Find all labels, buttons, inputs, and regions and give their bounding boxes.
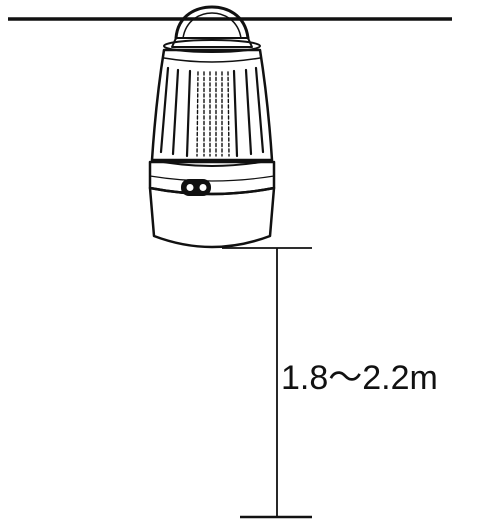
lamp-inner-grid	[196, 71, 230, 157]
lamp-bottom-base	[148, 186, 276, 249]
lamp-buttons	[181, 179, 211, 196]
lamp-handle	[174, 5, 250, 40]
height-range-label: 1.8～2.2m	[281, 359, 438, 397]
lamp-top-cap	[171, 37, 253, 48]
bug-zapper-lamp-icon	[148, 5, 276, 249]
lamp-cage	[150, 48, 274, 162]
height-dimension	[222, 247, 312, 519]
lamp-cage-bars	[159, 66, 265, 158]
